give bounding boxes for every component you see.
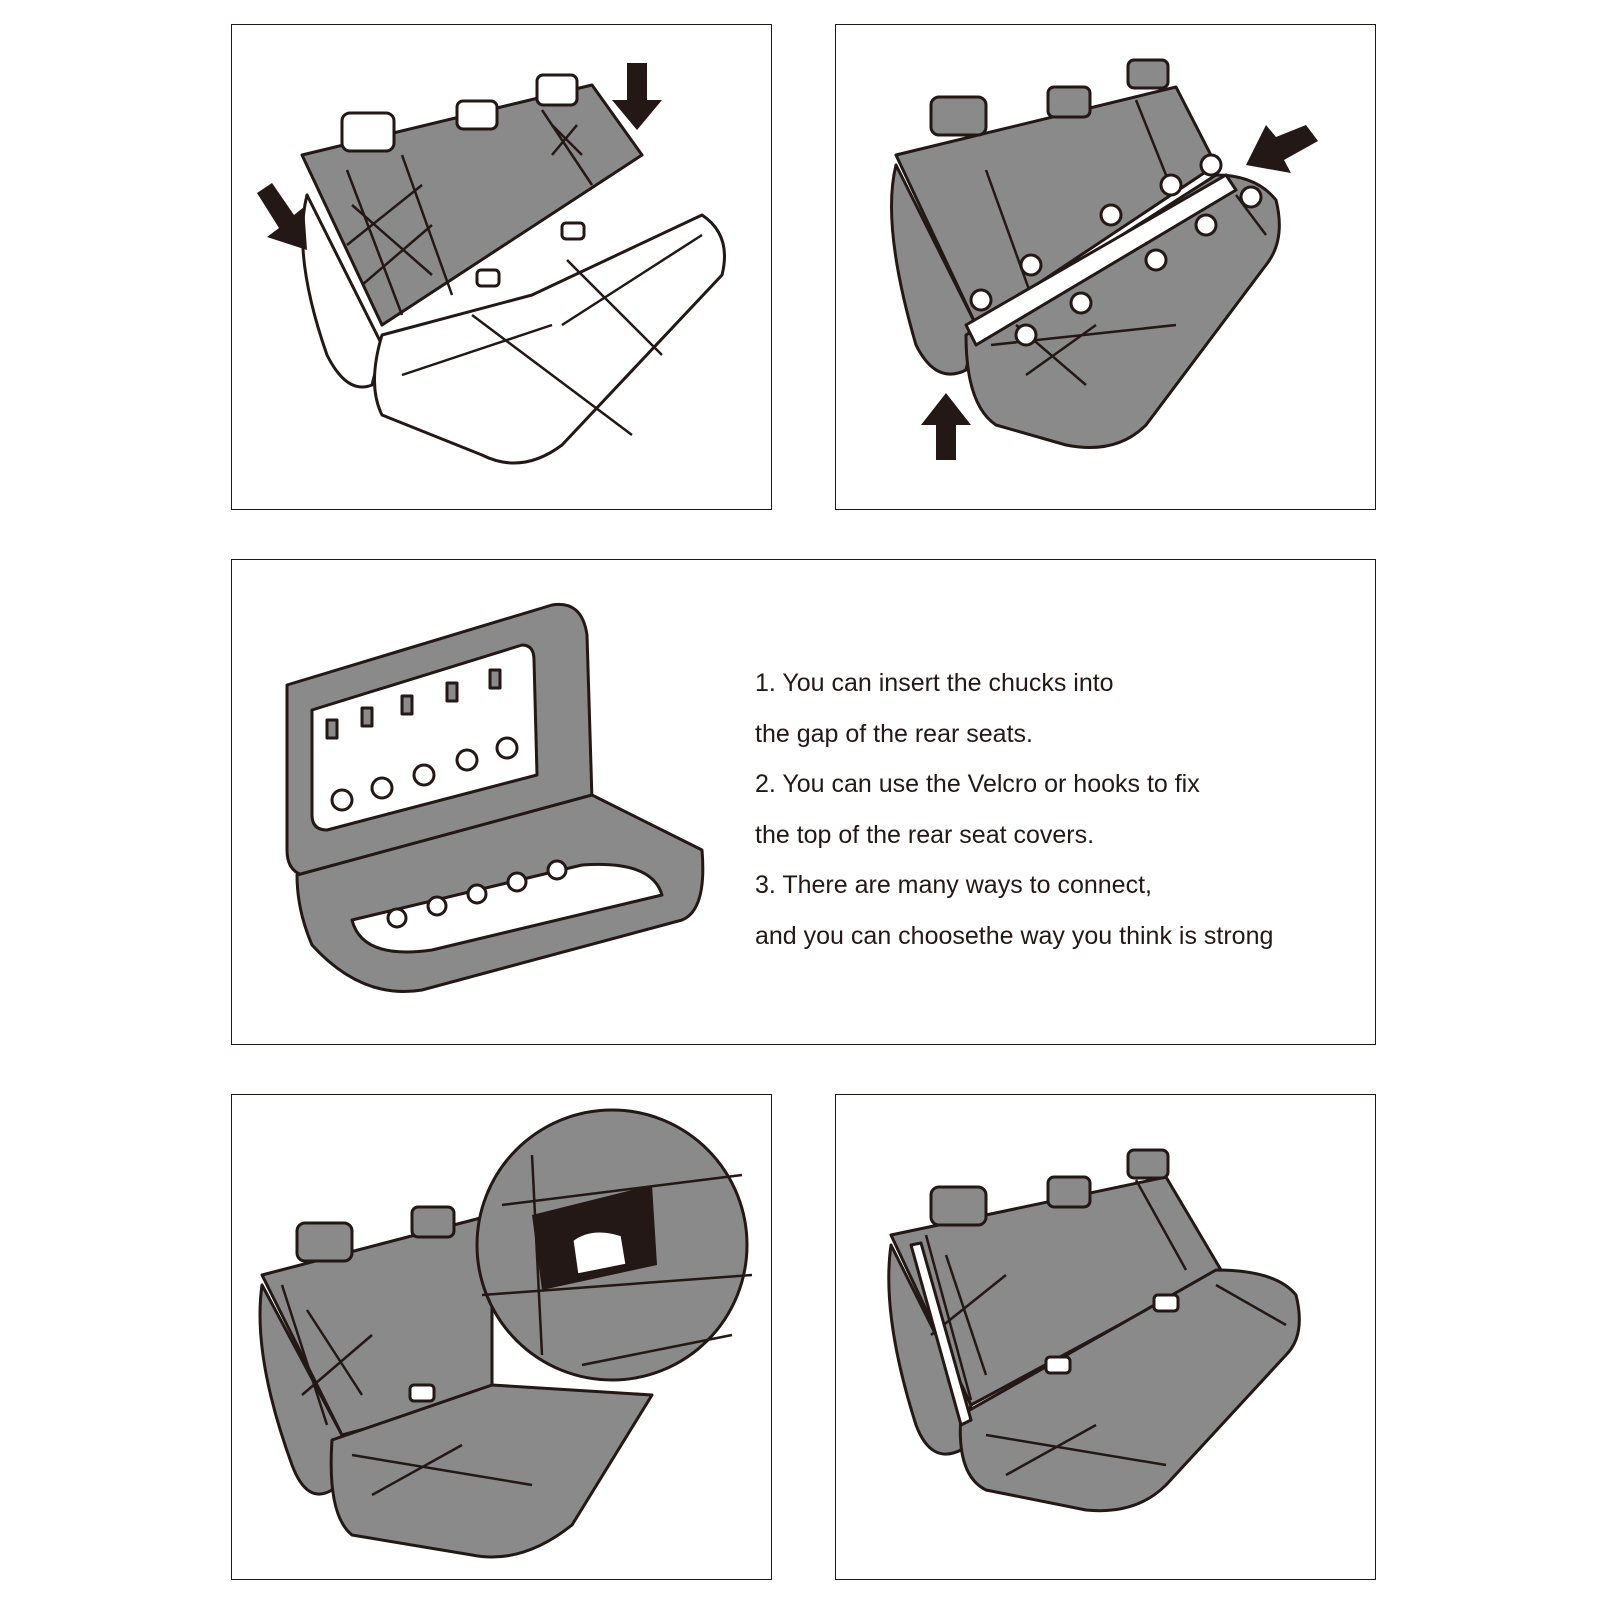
instruction-line: and you can choosethe way you think is s… — [755, 921, 1274, 950]
step-panel-instructions: 1. You can insert the chucks into the ga… — [231, 559, 1376, 1045]
backrest-cover-illustration — [257, 63, 726, 465]
instruction-line: 3. There are many ways to connect, — [755, 871, 1152, 899]
instruction-line: the gap of the rear seats. — [755, 719, 1033, 748]
step-panel-backrest-cover — [231, 24, 772, 510]
arrow-up-icon — [921, 393, 971, 460]
arrow-down-icon — [612, 63, 662, 130]
arrow-down-icon — [257, 183, 307, 250]
seat-cover-underside-illustration — [285, 602, 705, 994]
buckle-detail-illustration — [258, 1108, 753, 1559]
arrow-left-icon — [1246, 125, 1318, 173]
instruction-line: 2. You can use the Velcro or hooks to fi… — [755, 770, 1200, 798]
seat-chucks-illustration — [890, 58, 1318, 460]
instruction-line: the top of the rear seat covers. — [755, 820, 1095, 849]
finished-seat-illustration — [887, 1148, 1301, 1513]
step-panel-finished — [835, 1094, 1376, 1580]
step-panel-buckle-detail — [231, 1094, 772, 1580]
instruction-line: 1. You can insert the chucks into — [755, 669, 1114, 697]
instructions-text: 1. You can insert the chucks into the ga… — [755, 658, 1273, 961]
step-panel-seat-chucks — [835, 24, 1376, 510]
